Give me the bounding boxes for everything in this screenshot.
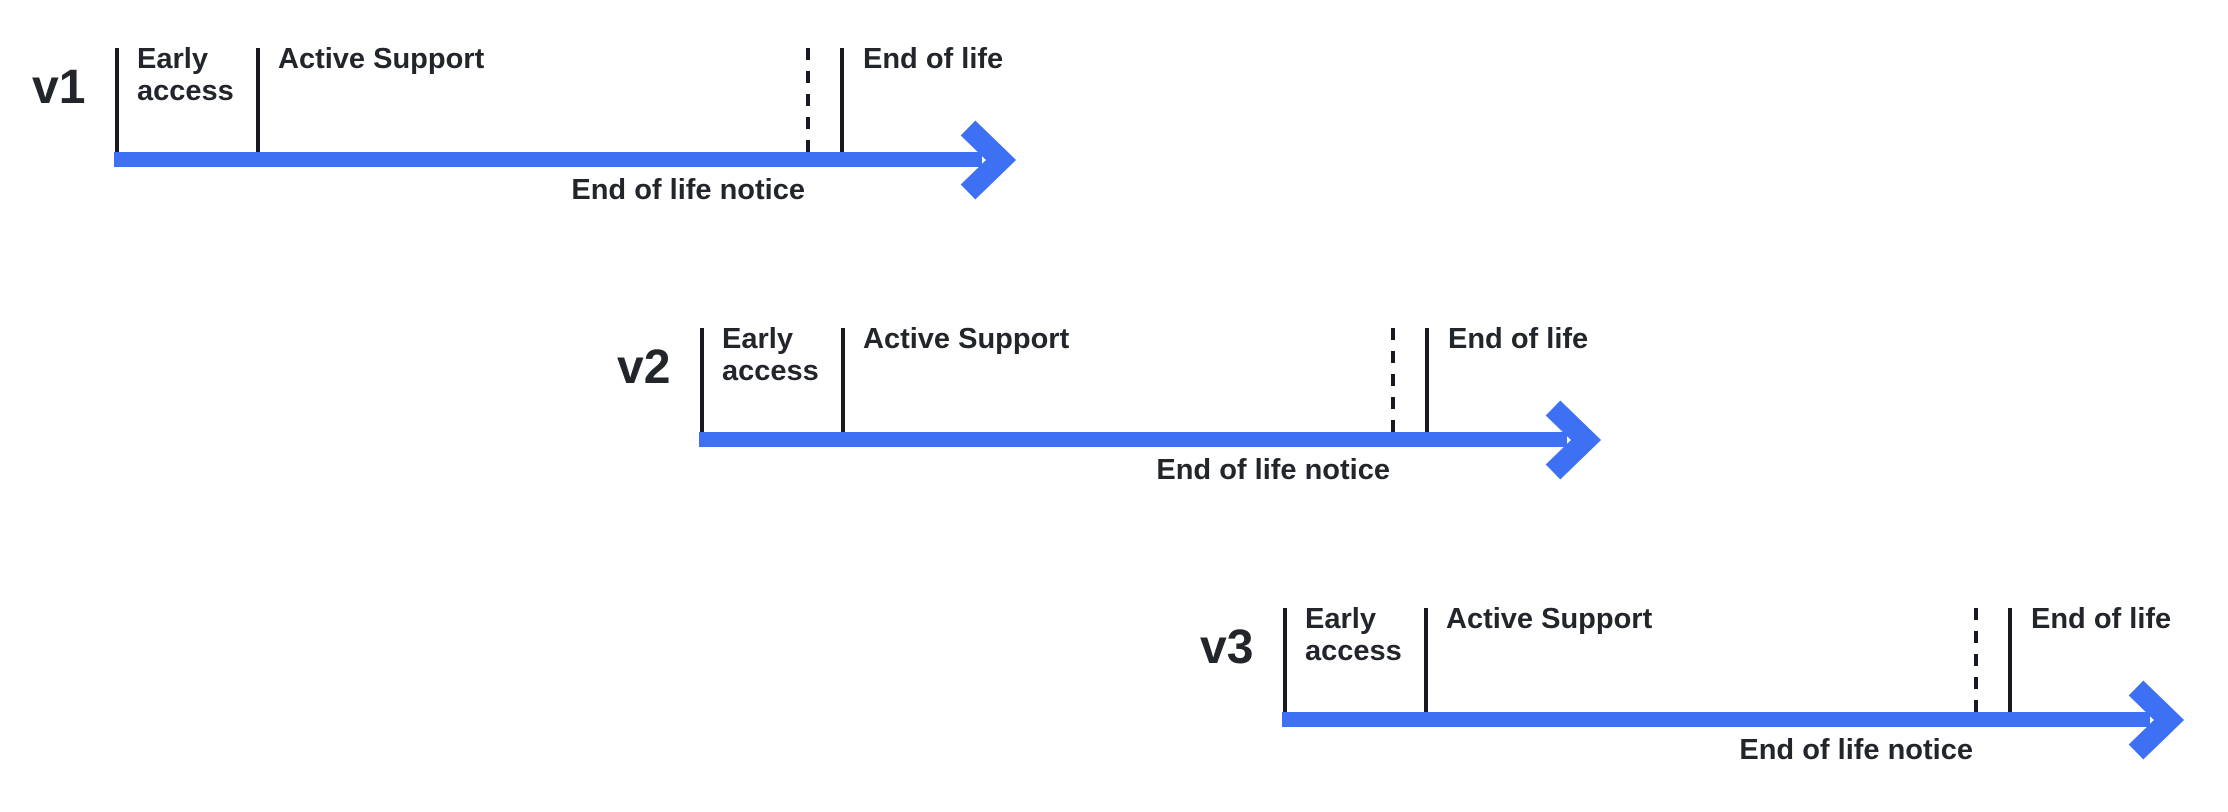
timeline-v2: v2 Early access Active Support End of li… xyxy=(617,323,1832,503)
end-of-life-label: End of life xyxy=(1448,323,1589,355)
timeline-arrow-icon xyxy=(114,120,1017,200)
timeline-v3: v3 Early access Active Support End of li… xyxy=(1200,603,2228,783)
active-support-start-tick xyxy=(1424,608,1428,712)
early-access-start-tick xyxy=(115,48,119,152)
version-label: v3 xyxy=(1200,621,1254,674)
end-of-life-label: End of life xyxy=(2031,603,2172,635)
version-label: v1 xyxy=(32,61,86,114)
active-support-start-tick xyxy=(841,328,845,432)
eol-notice-dashed-line xyxy=(1391,328,1395,432)
end-of-life-label: End of life xyxy=(863,43,1004,75)
active-support-label: Active Support xyxy=(278,43,485,75)
active-support-start-tick xyxy=(256,48,260,152)
early-access-label: Early access xyxy=(137,43,234,108)
end-of-life-notice-label: End of life notice xyxy=(1739,734,1973,766)
active-support-label: Active Support xyxy=(1446,603,1653,635)
version-label: v2 xyxy=(617,341,671,394)
active-support-label: Active Support xyxy=(863,323,1070,355)
timeline-arrow-icon xyxy=(699,400,1602,480)
eol-notice-dashed-line xyxy=(806,48,810,152)
end-of-life-notice-label: End of life notice xyxy=(571,174,805,206)
eol-notice-dashed-line xyxy=(1974,608,1978,712)
end-of-life-notice-label: End of life notice xyxy=(1156,454,1390,486)
timeline-v1: v1 Early access Active Support End of li… xyxy=(32,43,1247,223)
end-of-life-tick xyxy=(1425,328,1429,432)
end-of-life-tick xyxy=(2008,608,2012,712)
early-access-label: Early access xyxy=(722,323,819,388)
early-access-label: Early access xyxy=(1305,603,1402,668)
end-of-life-tick xyxy=(840,48,844,152)
early-access-start-tick xyxy=(700,328,704,432)
early-access-start-tick xyxy=(1283,608,1287,712)
timeline-arrow-icon xyxy=(1282,680,2185,760)
